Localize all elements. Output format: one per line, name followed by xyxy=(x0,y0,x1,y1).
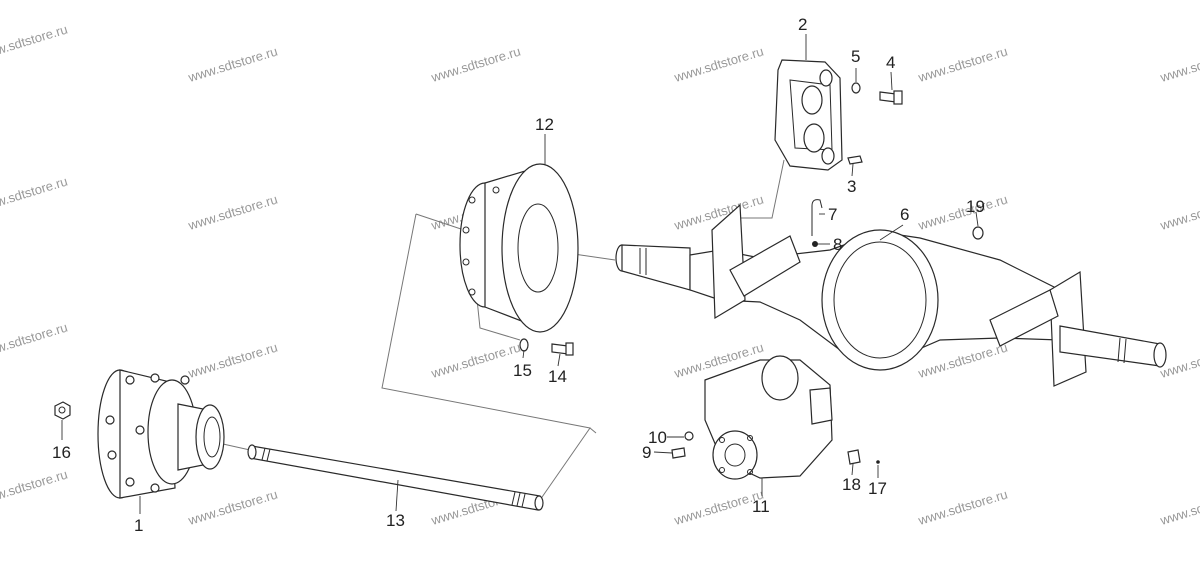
assembly-frame-lines xyxy=(204,159,785,501)
callout-16: 16 xyxy=(52,443,71,462)
watermark: www.sdtstore.ru xyxy=(672,43,766,85)
watermark: www.sdtstore.ru xyxy=(429,43,523,85)
watermark: www.sdtstore.ru xyxy=(0,466,69,508)
hub-nut xyxy=(54,401,71,420)
breather-plug xyxy=(812,241,818,247)
callout-14: 14 xyxy=(548,367,567,386)
caliper-bleeder xyxy=(847,155,863,165)
carrier-bolt xyxy=(671,447,686,459)
watermark: www.sdtstore.ru xyxy=(186,191,280,233)
watermark: www.sdtstore.ru xyxy=(916,43,1010,85)
axle-shaft xyxy=(247,444,544,511)
watermark: www.sdtstore.ru xyxy=(1158,43,1200,85)
callout-18: 18 xyxy=(842,475,861,494)
callout-12: 12 xyxy=(535,115,554,134)
callout-4: 4 xyxy=(886,53,895,72)
watermark: www.sdtstore.ru xyxy=(1158,191,1200,233)
callout-19: 19 xyxy=(966,197,985,216)
callout-1: 1 xyxy=(134,516,143,535)
brake-caliper xyxy=(774,59,843,171)
watermark: www.sdtstore.ru xyxy=(0,319,69,361)
watermark: www.sdtstore.ru xyxy=(0,21,69,63)
wheel-hub xyxy=(97,369,225,499)
callout-13: 13 xyxy=(386,511,405,530)
callout-17: 17 xyxy=(868,479,887,498)
axle-housing xyxy=(615,203,1167,387)
watermark: www.sdtstore.ru xyxy=(0,173,69,215)
disc-bolt xyxy=(551,342,574,356)
callout-7: 7 xyxy=(828,205,837,224)
breather-pipe xyxy=(811,199,823,236)
callout-15: 15 xyxy=(513,361,532,380)
pin xyxy=(876,460,880,464)
watermark: www.sdtstore.ru xyxy=(186,339,280,381)
carrier-washer xyxy=(684,431,694,441)
watermark: www.sdtstore.ru xyxy=(916,191,1010,233)
caliper-washer xyxy=(851,82,861,94)
watermark: www.sdtstore.ru xyxy=(916,339,1010,381)
housing-plug xyxy=(972,226,984,240)
caliper-bolt xyxy=(879,90,903,105)
callout-8: 8 xyxy=(833,235,842,254)
watermark: www.sdtstore.ru xyxy=(1158,486,1200,528)
callout-10: 10 xyxy=(648,428,667,447)
brake-disc xyxy=(459,163,579,333)
watermark: www.sdtstore.ru xyxy=(429,339,523,381)
watermark: www.sdtstore.ru xyxy=(916,486,1010,528)
disc-washer xyxy=(519,338,529,352)
watermark: www.sdtstore.ru xyxy=(186,486,280,528)
callout-11: 11 xyxy=(752,497,770,516)
leader-lines xyxy=(61,34,979,514)
callout-6: 6 xyxy=(900,205,909,224)
final-drive xyxy=(704,355,833,480)
callout-9: 9 xyxy=(642,443,651,462)
gasket-plate xyxy=(847,449,861,465)
callout-5: 5 xyxy=(851,47,860,66)
callout-labels: 1 2 3 4 5 6 7 8 9 10 11 12 13 14 15 16 1… xyxy=(52,15,985,535)
watermark: www.sdtstore.ru xyxy=(186,43,280,85)
callout-2: 2 xyxy=(798,15,807,34)
callout-3: 3 xyxy=(847,177,856,196)
